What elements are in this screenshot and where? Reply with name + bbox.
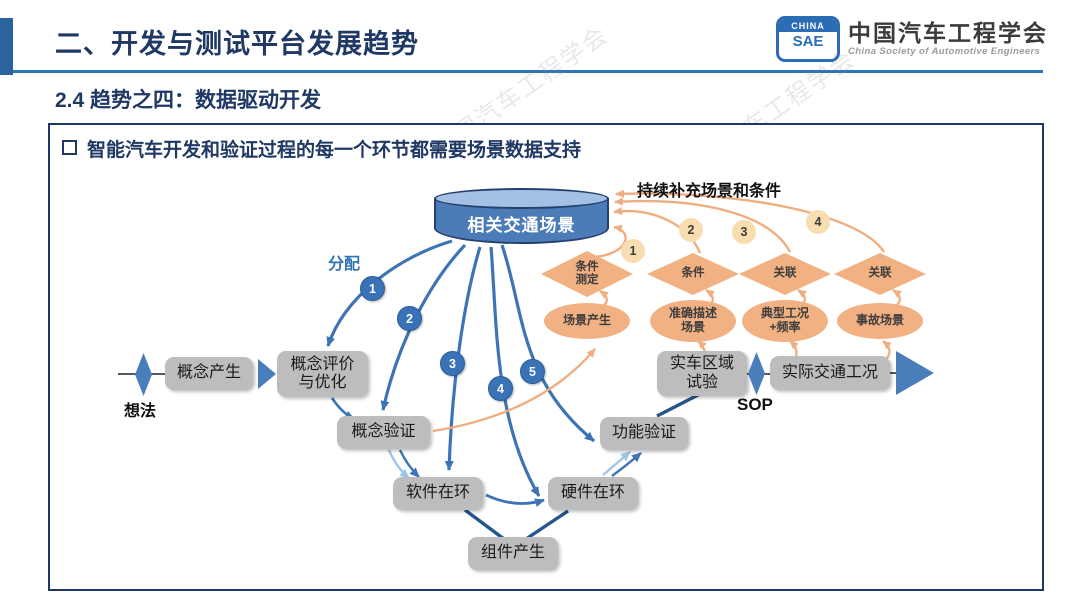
- blue-step-badge-1: 1: [360, 276, 385, 301]
- scenario-database: 相关交通场景: [434, 188, 609, 244]
- flow-arrowhead-icon: [258, 359, 276, 389]
- section-subtitle: 2.4 趋势之四：数据驱动开发: [55, 89, 322, 112]
- sae-badge-bottom-label: SAE: [792, 33, 824, 50]
- sop-label: SOP: [737, 395, 773, 414]
- flow-end-arrow-icon: [896, 351, 934, 395]
- blue-step-badge-2: 2: [397, 306, 422, 331]
- bullet-row: 智能汽车开发和验证过程的每一个环节都需要场景数据支持: [62, 135, 581, 162]
- box-concept-eval: 概念评价 与优化: [277, 351, 368, 397]
- title-underline: [13, 70, 1043, 73]
- blue-step-badge-5: 5: [520, 359, 545, 384]
- sae-badge-icon: CHINA SAE: [776, 16, 840, 62]
- box-field-test: 实车区域 试验: [657, 351, 747, 396]
- ellipse-accident-scene: 事故场景: [837, 303, 923, 339]
- sop-milestone-diamond: [748, 352, 765, 395]
- idea-label: 想法: [124, 403, 157, 420]
- orange-step-badge-3: 3: [732, 220, 756, 244]
- box-software-loop: 软件在环: [393, 477, 483, 510]
- box-component-gen: 组件产生: [468, 537, 558, 570]
- allocate-label: 分配: [328, 256, 361, 273]
- scenario-database-label: 相关交通场景: [467, 216, 576, 235]
- bullet-square-icon: [62, 140, 77, 155]
- box-real-traffic: 实际交通工况: [770, 356, 890, 390]
- box-concept-gen: 概念产生: [165, 357, 253, 390]
- title-accent-bar: [0, 18, 13, 75]
- orange-step-badge-1: 1: [621, 239, 645, 263]
- idea-milestone-diamond: [135, 353, 152, 396]
- ellipse-scene-gen: 场景产生: [544, 303, 630, 339]
- org-name-en: China Society of Automotive Engineers: [848, 45, 1041, 57]
- sae-badge-top-label: CHINA: [779, 19, 837, 32]
- box-function-verify: 功能验证: [600, 417, 688, 450]
- sae-logo-text: 中国汽车工程学会 China Society of Automotive Eng…: [848, 21, 1048, 56]
- navy-connectors: [463, 392, 701, 541]
- sae-logo: CHINA SAE 中国汽车工程学会 China Society of Auto…: [776, 16, 1048, 62]
- page-title: 二、开发与测试平台发展趋势: [55, 29, 419, 59]
- ellipse-typical-condition: 典型工况 +频率: [742, 300, 828, 342]
- orange-step-badge-4: 4: [806, 210, 830, 234]
- replenish-label: 持续补充场景和条件: [637, 183, 782, 200]
- process-arrows: [330, 397, 642, 508]
- bullet-text: 智能汽车开发和验证过程的每一个环节都需要场景数据支持: [87, 140, 582, 161]
- orange-step-badge-2: 2: [679, 218, 703, 242]
- box-hardware-loop: 硬件在环: [548, 477, 638, 510]
- blue-step-badge-4: 4: [488, 376, 513, 401]
- blue-step-badge-3: 3: [440, 351, 465, 376]
- ellipse-accurate-desc: 准确描述 场景: [650, 300, 736, 342]
- org-name-cn: 中国汽车工程学会: [848, 20, 1048, 47]
- cylinder-top: [434, 188, 609, 209]
- box-concept-verify: 概念验证: [337, 416, 430, 449]
